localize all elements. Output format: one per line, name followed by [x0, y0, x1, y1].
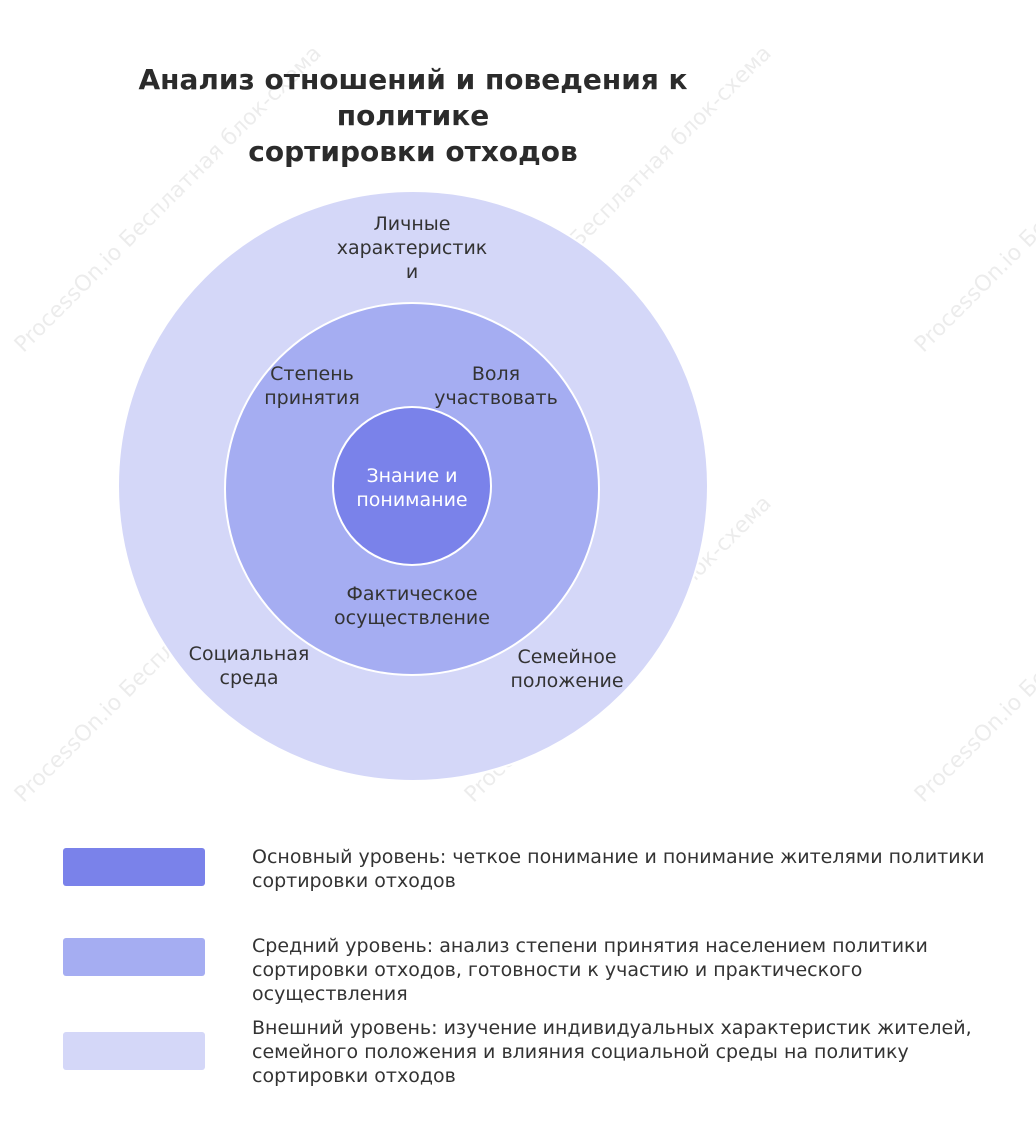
watermark: ProcessOn.io Бесплатная блок-схема: [910, 41, 1036, 358]
label-personal-characteristics: Личные характеристик и: [336, 213, 488, 283]
label-willingness: Воля участвовать: [434, 363, 558, 409]
core-level-circle: [332, 406, 492, 566]
legend-text-outer: Внешний уровень: изучение индивидуальных…: [252, 1017, 972, 1087]
legend-swatch-core: [63, 848, 205, 886]
legend-swatch-middle: [63, 938, 205, 976]
label-core-knowledge: Знание и понимание: [356, 465, 468, 511]
label-social-environment: Социальная среда: [188, 643, 310, 689]
label-family-status: Семейное положение: [510, 646, 624, 692]
label-implementation: Фактическое осуществление: [334, 583, 490, 629]
legend-swatch-outer: [63, 1032, 205, 1070]
watermark: ProcessOn.io Бесплатная блок-схема: [910, 491, 1036, 808]
legend-text-core: Основный уровень: четкое понимание и пон…: [252, 846, 985, 892]
label-acceptance-degree: Степень принятия: [264, 363, 360, 409]
legend-text-middle: Средний уровень: анализ степени принятия…: [252, 935, 928, 1005]
page-title: Анализ отношений и поведения к политике …: [138, 63, 688, 168]
